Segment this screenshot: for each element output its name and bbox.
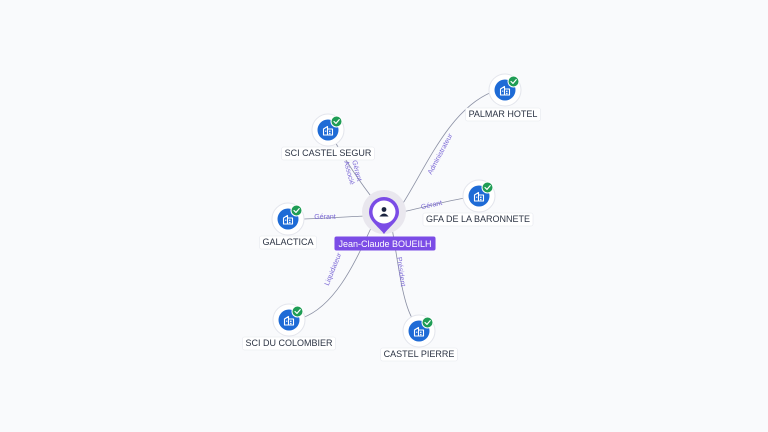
- edge-role-label: Administrateur: [427, 132, 455, 176]
- active-check-icon: [481, 181, 494, 194]
- center-person-node[interactable]: Jean-Claude BOUEILH: [334, 190, 436, 251]
- company-name: SCI CASTEL SEGUR: [285, 148, 372, 158]
- active-check-icon: [507, 75, 520, 88]
- company-label[interactable]: SCI CASTEL SEGUR: [281, 146, 375, 161]
- building-icon: [322, 125, 334, 136]
- company-name: SCI DU COLOMBIER: [245, 338, 333, 348]
- active-check-icon: [291, 305, 304, 318]
- company-node-sci-du-colombier[interactable]: SCI DU COLOMBIER: [242, 303, 336, 351]
- company-name: GFA DE LA BARONNETE: [426, 214, 530, 224]
- company-node-gfa-de-la-baronnete[interactable]: GFA DE LA BARONNETE: [422, 179, 534, 227]
- edge-line: [399, 91, 493, 209]
- company-label[interactable]: CASTEL PIERRE: [380, 347, 458, 362]
- edge-galactica: Gérant: [301, 214, 367, 221]
- building-icon: [283, 315, 295, 326]
- edge-role-label: Gérant: [420, 200, 442, 211]
- company-label[interactable]: GALACTICA: [259, 235, 317, 250]
- building-icon: [282, 214, 294, 225]
- company-node-galactica[interactable]: GALACTICA: [259, 202, 317, 250]
- company-label[interactable]: SCI DU COLOMBIER: [242, 336, 336, 351]
- company-name: GALACTICA: [262, 237, 313, 247]
- active-check-icon: [330, 115, 343, 128]
- edge-line: [301, 225, 373, 319]
- edge-role-label: Liquidateur: [324, 251, 344, 286]
- building-icon: [499, 85, 511, 96]
- edge-gfa-de-la-baronnete: Gérant: [401, 197, 467, 213]
- company-label[interactable]: GFA DE LA BARONNETE: [422, 212, 534, 227]
- center-person-label[interactable]: Jean-Claude BOUEILH: [334, 236, 436, 251]
- edge-role-label: Gérant: [314, 214, 335, 221]
- edge-role-label: Président: [395, 257, 406, 287]
- active-check-icon: [290, 204, 303, 217]
- person-icon: [379, 207, 389, 217]
- edge-line: [401, 197, 467, 213]
- company-label[interactable]: PALMAR HOTEL: [465, 107, 541, 122]
- company-node-castel-pierre[interactable]: CASTEL PIERRE: [380, 314, 458, 362]
- building-icon: [413, 326, 425, 337]
- active-check-icon: [421, 316, 434, 329]
- company-name: CASTEL PIERRE: [384, 349, 455, 359]
- company-node-sci-castel-segur[interactable]: SCI CASTEL SEGUR: [281, 113, 375, 161]
- person-name: Jean-Claude BOUEILH: [338, 239, 431, 249]
- company-name: PALMAR HOTEL: [469, 109, 538, 119]
- building-icon: [473, 191, 485, 202]
- center-inner: [372, 200, 396, 224]
- edge-line: [301, 215, 367, 220]
- nodes-layer: PALMAR HOTEL SCI CASTEL SEGUR GFA DE LA BA…: [242, 73, 541, 362]
- company-node-palmar-hotel[interactable]: PALMAR HOTEL: [465, 73, 541, 122]
